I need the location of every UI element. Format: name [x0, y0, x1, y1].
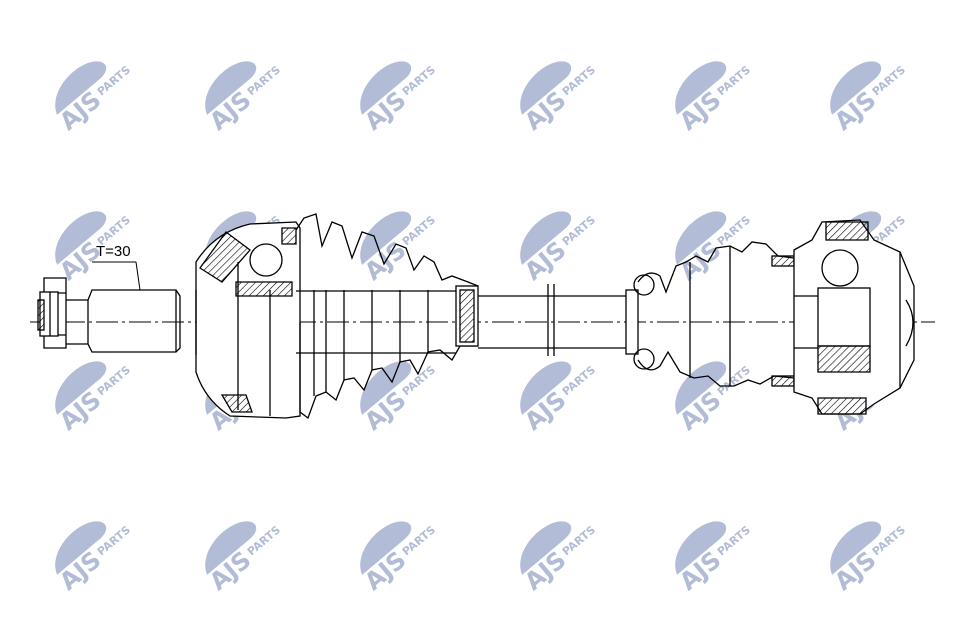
outer-boot	[295, 213, 479, 420]
outer-cv-joint	[195, 221, 301, 419]
dimension-callout: T=30	[92, 243, 141, 291]
dimension-label: T=30	[96, 243, 131, 260]
inner-tripod-joint	[793, 219, 915, 415]
left-stub-shaft	[37, 277, 181, 353]
main-shaft	[296, 284, 628, 356]
inner-boot	[625, 241, 795, 387]
